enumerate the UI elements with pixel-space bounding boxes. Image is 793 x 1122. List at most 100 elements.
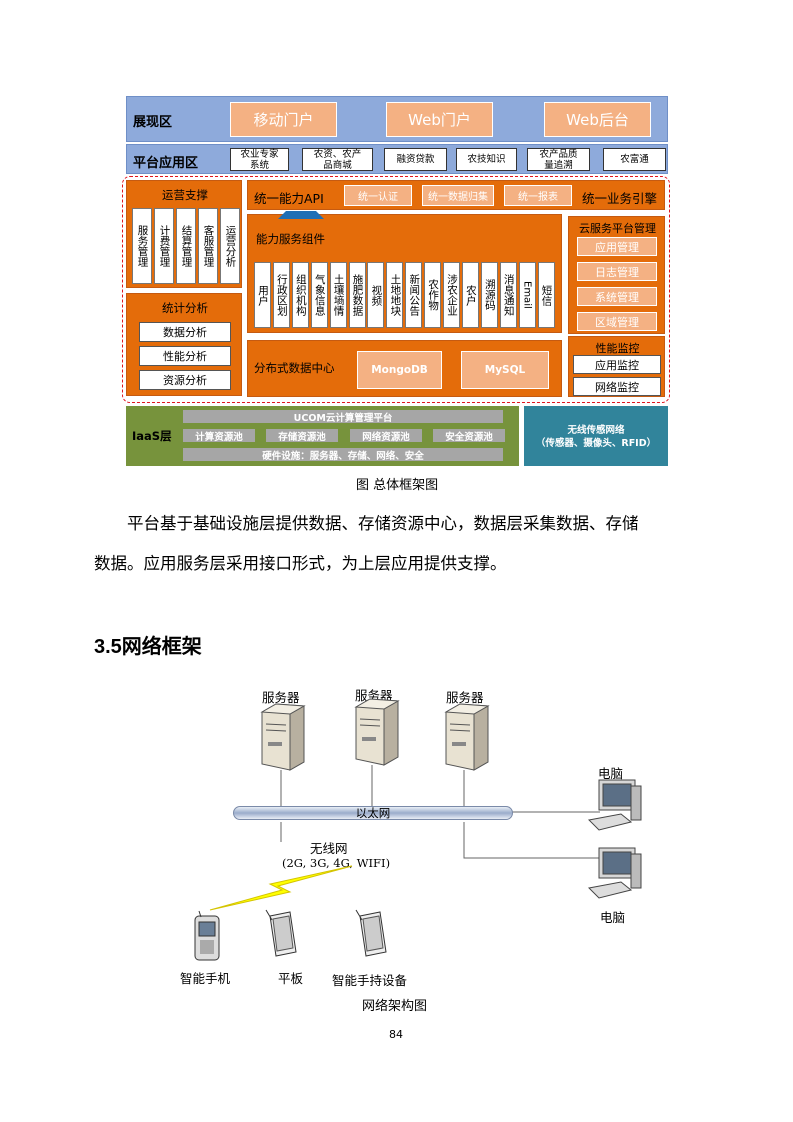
platform-apps-layer: 平台应用区 农业专家 系统 农资、农产 品商城 融资贷款 农技知识 农产品质 量…: [126, 144, 668, 174]
capability-item[interactable]: 消息通知: [499, 262, 517, 328]
iaas-layer: IaaS层 UCOM云计算管理平台 计算资源池 存储资源池 网络资源池 安全资源…: [126, 406, 519, 466]
monitor-item[interactable]: 应用监控: [573, 355, 661, 374]
ops-item[interactable]: 计费管理: [154, 208, 174, 284]
mobile-portal-button[interactable]: 移动门户: [230, 102, 337, 137]
app-loans[interactable]: 融资贷款: [384, 148, 447, 171]
capability-panel: 能力服务组件 用户行政区划组织机构气象信息土壤墒情施肥数据视频土地地块新闻公告农…: [247, 214, 562, 333]
monitor-panel: 性能监控 应用监控 网络监控: [568, 336, 665, 397]
capability-item[interactable]: 视频: [367, 262, 385, 328]
capability-title: 能力服务组件: [256, 232, 325, 246]
capability-item[interactable]: 农户: [461, 262, 479, 328]
desktop-computer-icon: [587, 779, 642, 831]
api-auth-button[interactable]: 统一认证: [344, 185, 412, 206]
paragraph-line1: 平台基于基础设施层提供数据、存储资源中心，数据层采集数据、存储: [127, 514, 639, 533]
storage-pool[interactable]: 存储资源池: [266, 429, 338, 443]
network-pool[interactable]: 网络资源池: [350, 429, 422, 443]
capability-item[interactable]: 短信: [537, 262, 555, 328]
cloud-mgmt-item[interactable]: 系统管理: [577, 287, 657, 306]
cloud-mgmt-item[interactable]: 应用管理: [577, 237, 657, 256]
capability-item[interactable]: 用户: [254, 262, 271, 328]
api-bar: 统一能力API 统一认证 统一数据归集 统一报表 统一业务引擎: [247, 180, 665, 210]
cloud-mgmt-title: 云服务平台管理: [579, 222, 656, 235]
ops-support-panel: 运营支撑 服务管理 计费管理 结算管理 客服管理 运营分析: [126, 180, 242, 288]
security-pool[interactable]: 安全资源池: [433, 429, 505, 443]
capability-item[interactable]: 农作物: [424, 262, 442, 328]
app-nongfutong[interactable]: 农富通: [603, 148, 666, 171]
platform-apps-label: 平台应用区: [133, 156, 199, 171]
stats-item[interactable]: 性能分析: [139, 346, 231, 366]
data-center-title: 分布式数据中心: [254, 361, 335, 375]
sensor-network-line1: 无线传感网络: [567, 425, 625, 436]
architecture-diagram: 展现区 移动门户 Web门户 Web后台 平台应用区 农业专家 系统 农资、农产…: [122, 96, 670, 466]
pc-label: 电脑: [598, 766, 624, 781]
sensor-network-box: 无线传感网络 （传感器、摄像头、RFID）: [524, 406, 668, 466]
stats-item[interactable]: 资源分析: [139, 370, 231, 390]
capability-item[interactable]: 施肥数据: [348, 262, 366, 328]
stats-item[interactable]: 数据分析: [139, 322, 231, 342]
display-layer: 展现区 移动门户 Web门户 Web后台: [126, 96, 668, 142]
server-icon: [354, 698, 400, 766]
ops-item[interactable]: 结算管理: [176, 208, 196, 284]
capability-cells: 用户行政区划组织机构气象信息土壤墒情施肥数据视频土地地块新闻公告农作物涉农企业农…: [254, 262, 559, 328]
iaas-label: IaaS层: [132, 429, 172, 443]
desktop-computer-icon: [587, 847, 642, 899]
wireless-label: 无线网: [310, 841, 348, 856]
tablet-icon: [265, 909, 297, 957]
ucom-platform-bar[interactable]: UCOM云计算管理平台: [183, 410, 503, 424]
ops-item[interactable]: 客服管理: [198, 208, 218, 284]
capability-item[interactable]: 土地地块: [386, 262, 404, 328]
server-icon: [444, 703, 490, 771]
ethernet-bus: 以太网: [233, 806, 513, 820]
paragraph-line2: 数据。应用服务层采用接口形式，为上层应用提供支撑。: [94, 554, 507, 573]
cloud-mgmt-item[interactable]: 日志管理: [577, 262, 657, 281]
capability-item[interactable]: 新闻公告: [405, 262, 423, 328]
api-title: 统一能力API: [254, 191, 324, 206]
app-traceability[interactable]: 农产品质 量追溯: [527, 148, 590, 171]
display-layer-label: 展现区: [133, 115, 173, 130]
web-backend-button[interactable]: Web后台: [544, 102, 651, 137]
mongodb-box[interactable]: MongoDB: [357, 351, 442, 389]
page-number: 84: [389, 1028, 403, 1041]
pc-label: 电脑: [600, 910, 626, 925]
ops-item[interactable]: 服务管理: [132, 208, 152, 284]
wireless-types-label: (2G, 3G, 4G, WIFI): [282, 856, 391, 870]
capability-item[interactable]: Email: [518, 262, 536, 328]
device-label: 平板: [278, 971, 304, 986]
web-portal-button[interactable]: Web门户: [386, 102, 493, 137]
monitor-title: 性能监控: [595, 342, 640, 355]
stats-title: 统计分析: [162, 301, 208, 315]
section-heading: 3.5网络框架: [94, 636, 202, 658]
api-data-collect-button[interactable]: 统一数据归集: [422, 185, 494, 206]
monitor-item[interactable]: 网络监控: [573, 377, 661, 396]
capability-item[interactable]: 气象信息: [310, 262, 328, 328]
device-label: 智能手机: [180, 971, 231, 986]
api-connector-arrow-icon: [278, 211, 324, 219]
ops-support-title: 运营支撑: [162, 188, 208, 202]
app-mall[interactable]: 农资、农产 品商城: [302, 148, 373, 171]
mysql-box[interactable]: MySQL: [461, 351, 549, 389]
handheld-device-icon: [355, 909, 387, 957]
compute-pool[interactable]: 计算资源池: [183, 429, 255, 443]
figure-caption: 图 总体框架图: [356, 478, 439, 493]
data-center-panel: 分布式数据中心 MongoDB MySQL: [247, 340, 562, 397]
capability-item[interactable]: 涉农企业: [443, 262, 460, 328]
app-expert-system[interactable]: 农业专家 系统: [230, 148, 289, 171]
wireless-lightning-icon: [209, 865, 353, 911]
capability-item[interactable]: 土壤墒情: [329, 262, 347, 328]
platform-boundary: [122, 176, 670, 403]
cloud-mgmt-panel: 云服务平台管理 应用管理 日志管理 系统管理 区域管理: [568, 216, 665, 334]
app-tech-knowledge[interactable]: 农技知识: [456, 148, 517, 171]
network-figure-caption: 网络架构图: [362, 999, 428, 1014]
cloud-mgmt-item[interactable]: 区域管理: [577, 312, 657, 331]
api-report-button[interactable]: 统一报表: [504, 185, 572, 206]
server-label: 服务器: [446, 690, 484, 705]
capability-item[interactable]: 溯源码: [480, 262, 498, 328]
device-label: 智能手持设备: [332, 973, 408, 988]
server-label: 服务器: [355, 688, 393, 703]
ops-item[interactable]: 运营分析: [220, 208, 240, 284]
smartphone-icon: [194, 910, 220, 961]
hardware-bar[interactable]: 硬件设施：服务器、存储、网络、安全: [183, 448, 503, 462]
capability-item[interactable]: 组织机构: [291, 262, 309, 328]
server-label: 服务器: [262, 690, 300, 705]
capability-item[interactable]: 行政区划: [272, 262, 290, 328]
